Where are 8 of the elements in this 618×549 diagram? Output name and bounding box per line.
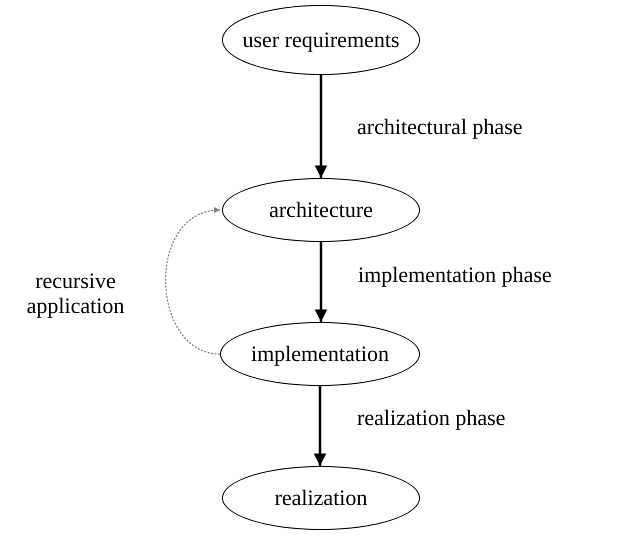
arrow	[314, 242, 328, 322]
node-label: architecture	[269, 198, 373, 222]
arrow	[314, 75, 328, 178]
arrow	[165, 208, 220, 355]
arrow	[314, 386, 326, 466]
node-label: realization	[274, 486, 368, 510]
node-label: implementation	[250, 342, 390, 366]
node-label: user requirements	[242, 28, 400, 52]
